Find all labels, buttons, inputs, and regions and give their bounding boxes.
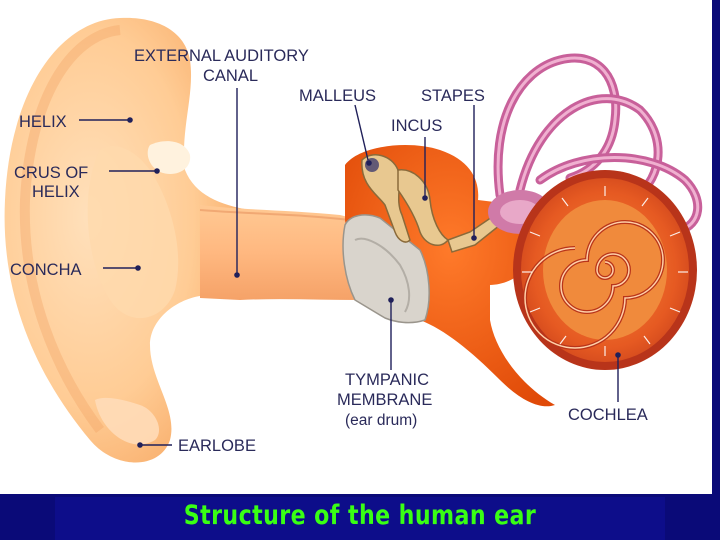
label-concha: CONCHA bbox=[10, 261, 82, 279]
label-crus-of-helix-line1: CRUS OF bbox=[14, 164, 88, 182]
label-crus-of-helix-line2: HELIX bbox=[32, 183, 80, 201]
label-external-auditory-canal-line1: EXTERNAL AUDITORY bbox=[134, 47, 309, 65]
ear-canal bbox=[200, 205, 360, 300]
caption-title: Structure of the human ear bbox=[183, 500, 537, 531]
earlobe-highlight bbox=[95, 397, 160, 445]
ear-diagram: EXTERNAL AUDITORY CANAL MALLEUS STAPES I… bbox=[4, 17, 703, 463]
concha-hollow bbox=[87, 146, 179, 319]
label-malleus: MALLEUS bbox=[299, 87, 376, 105]
label-helix: HELIX bbox=[19, 113, 67, 131]
semicircular-canals bbox=[493, 53, 703, 235]
cochlea-shape bbox=[513, 170, 697, 370]
tympanic-membrane-shade bbox=[354, 237, 411, 313]
crus-highlight bbox=[147, 141, 191, 175]
canal-upper-edge bbox=[199, 209, 351, 221]
helix-rim bbox=[19, 25, 121, 433]
caption-strip bbox=[55, 497, 665, 540]
label-tympanic-line1: TYMPANIC bbox=[345, 371, 429, 389]
label-earlobe: EARLOBE bbox=[178, 437, 256, 455]
label-tympanic-line3: (ear drum) bbox=[345, 412, 417, 429]
label-incus: INCUS bbox=[391, 117, 442, 135]
label-cochlea: COCHLEA bbox=[568, 406, 648, 424]
diagram-panel: EXTERNAL AUDITORY CANAL MALLEUS STAPES I… bbox=[0, 0, 712, 494]
label-external-auditory-canal-line2: CANAL bbox=[203, 67, 258, 85]
label-stapes: STAPES bbox=[421, 87, 485, 105]
label-tympanic-line2: MEMBRANE bbox=[337, 391, 432, 409]
leader-lines bbox=[79, 88, 621, 448]
